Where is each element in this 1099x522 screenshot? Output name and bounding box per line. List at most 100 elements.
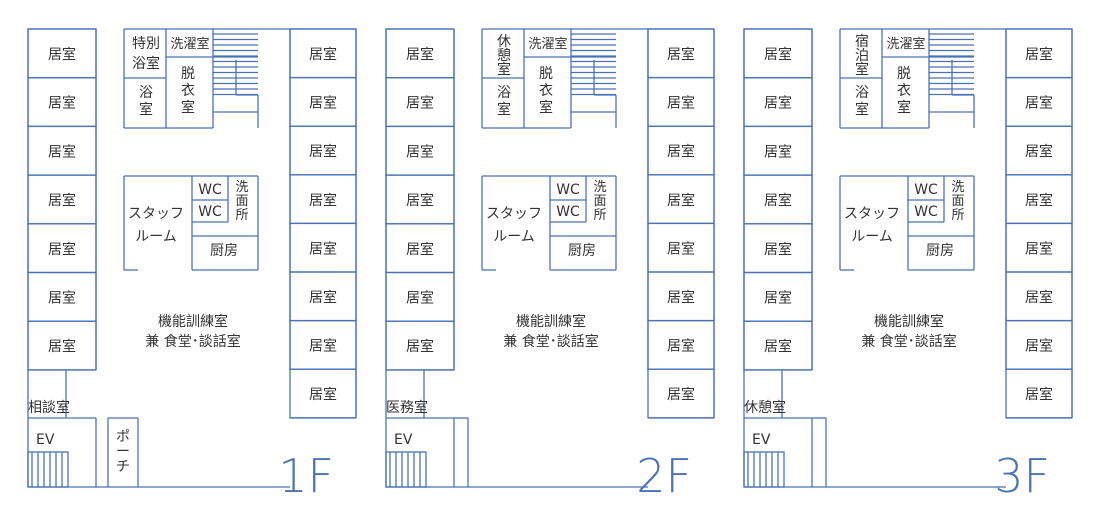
room-label: 居室 [667, 240, 695, 257]
wc-label: WC [914, 204, 938, 220]
room-label: 居室 [1025, 240, 1053, 257]
porch-label-char: ポ [116, 429, 130, 445]
room-label: 居室 [406, 192, 434, 209]
room-label: 居室 [1025, 289, 1053, 306]
room-label: 居室 [1025, 386, 1053, 403]
staff-room-label: スタッフ [844, 206, 900, 222]
washroom-label-char: 所 [951, 208, 964, 223]
room-label: 居室 [309, 289, 337, 306]
bath-label-char: 室 [497, 101, 511, 118]
washroom-label-char: 洗 [235, 180, 248, 195]
top-room-label-char: 泊 [855, 48, 869, 64]
top-room-label: 特別 [132, 36, 160, 52]
dressing-label-char: 室 [539, 99, 553, 116]
porch-label-char: チ [116, 459, 130, 475]
top-room-label-char: 休 [497, 34, 511, 50]
wc-label: WC [556, 204, 580, 220]
left-room-7 [743, 320, 813, 371]
room-label: 居室 [406, 290, 434, 307]
room-label: 居室 [309, 143, 337, 160]
dressing-label-char: 室 [181, 99, 195, 116]
left-room-7 [27, 320, 97, 371]
room-label: 居室 [309, 192, 337, 209]
room-label: 居室 [1025, 338, 1053, 355]
room-label: 居室 [406, 143, 434, 160]
room-label: 居室 [406, 338, 434, 355]
room-label: 居室 [667, 95, 695, 112]
main-room-label: 機能訓練室 [874, 313, 944, 330]
room-label: 居室 [406, 241, 434, 258]
room-label: 居室 [764, 192, 792, 209]
washroom-label-char: 洗 [951, 180, 964, 195]
dressing-label-char: 脱 [897, 66, 911, 82]
room-label: 居室 [309, 338, 337, 355]
washroom-label-char: 所 [593, 208, 606, 223]
room-label: 居室 [309, 240, 337, 257]
staff-room-label: ルーム [851, 229, 893, 245]
room-label: 居室 [48, 290, 76, 307]
room-label: 居室 [48, 143, 76, 160]
laundry-label: 洗濯室 [170, 36, 209, 52]
floor-label: 3F [994, 449, 1050, 503]
washroom-label-char: 洗 [593, 180, 606, 195]
laundry-label: 洗濯室 [528, 36, 567, 52]
room-label: 居室 [764, 338, 792, 355]
room-label: 居室 [1025, 192, 1053, 209]
room-label: 居室 [667, 143, 695, 160]
top-room-label-char: 宿 [855, 33, 869, 50]
bath-label-char: 浴 [855, 85, 869, 101]
staff-room-label: ルーム [493, 229, 535, 245]
dressing-label-char: 衣 [539, 83, 553, 99]
porch-label-char: ー [116, 444, 130, 460]
room-label: 居室 [764, 46, 792, 63]
room-label: 居室 [667, 338, 695, 355]
room-label: 居室 [764, 143, 792, 160]
room-label: 居室 [309, 386, 337, 403]
right-room-8 [289, 368, 357, 419]
bath-label-char: 室 [139, 101, 153, 118]
floor-label: 1F [278, 449, 334, 503]
floor-plan-3f: 居室居室居室居室居室居室居室居室居室居室居室居室居室居室居室宿泊室浴室洗濯室脱衣… [743, 28, 1073, 503]
dressing-label-char: 衣 [181, 83, 195, 99]
room-label: 居室 [48, 192, 76, 209]
floor-plan-2f: 居室居室居室居室居室居室居室居室居室居室居室居室居室居室居室休憩室浴室洗濯室脱衣… [385, 28, 715, 503]
bath-label-char: 浴 [497, 85, 511, 101]
side-room-label: 医務室 [386, 399, 428, 416]
wc-label: WC [914, 182, 938, 198]
floor-plan-1f: 居室居室居室居室居室居室居室居室居室居室居室居室居室居室居室特別浴室浴室洗濯室脱… [27, 28, 357, 503]
washroom-label-char: 面 [235, 194, 248, 209]
ev-label: EV [752, 432, 771, 448]
room-label: 居室 [1025, 95, 1053, 112]
right-room-8 [647, 368, 715, 419]
bath-label-char: 室 [855, 101, 869, 118]
main-room-label: 兼 食堂･談話室 [145, 333, 240, 350]
floor-label: 2F [636, 449, 692, 503]
left-room-7 [385, 320, 455, 371]
wc-label: WC [198, 182, 222, 198]
room-label: 居室 [48, 338, 76, 355]
room-label: 居室 [764, 95, 792, 112]
dressing-label-char: 脱 [181, 66, 195, 82]
right-room-8 [1005, 368, 1073, 419]
room-label: 居室 [667, 386, 695, 403]
dressing-label-char: 衣 [897, 83, 911, 99]
room-label: 居室 [406, 46, 434, 63]
laundry-label: 洗濯室 [886, 36, 925, 52]
room-label: 居室 [667, 46, 695, 63]
room-label: 居室 [48, 46, 76, 63]
staff-room-label: スタッフ [128, 206, 184, 222]
main-room-label: 機能訓練室 [516, 313, 586, 330]
side-room-label: 相談室 [28, 399, 70, 416]
room-label: 居室 [309, 46, 337, 63]
wc-label: WC [556, 182, 580, 198]
washroom-label-char: 面 [951, 194, 964, 209]
room-label: 居室 [764, 241, 792, 258]
top-room-label-char: 憩 [497, 47, 511, 64]
main-room-label: 兼 食堂･談話室 [861, 333, 956, 350]
main-room-label: 機能訓練室 [158, 313, 228, 330]
top-room-label: 浴室 [132, 55, 160, 72]
ev-label: EV [394, 432, 413, 448]
washroom-label-char: 所 [235, 208, 248, 223]
dressing-label-char: 脱 [539, 66, 553, 82]
